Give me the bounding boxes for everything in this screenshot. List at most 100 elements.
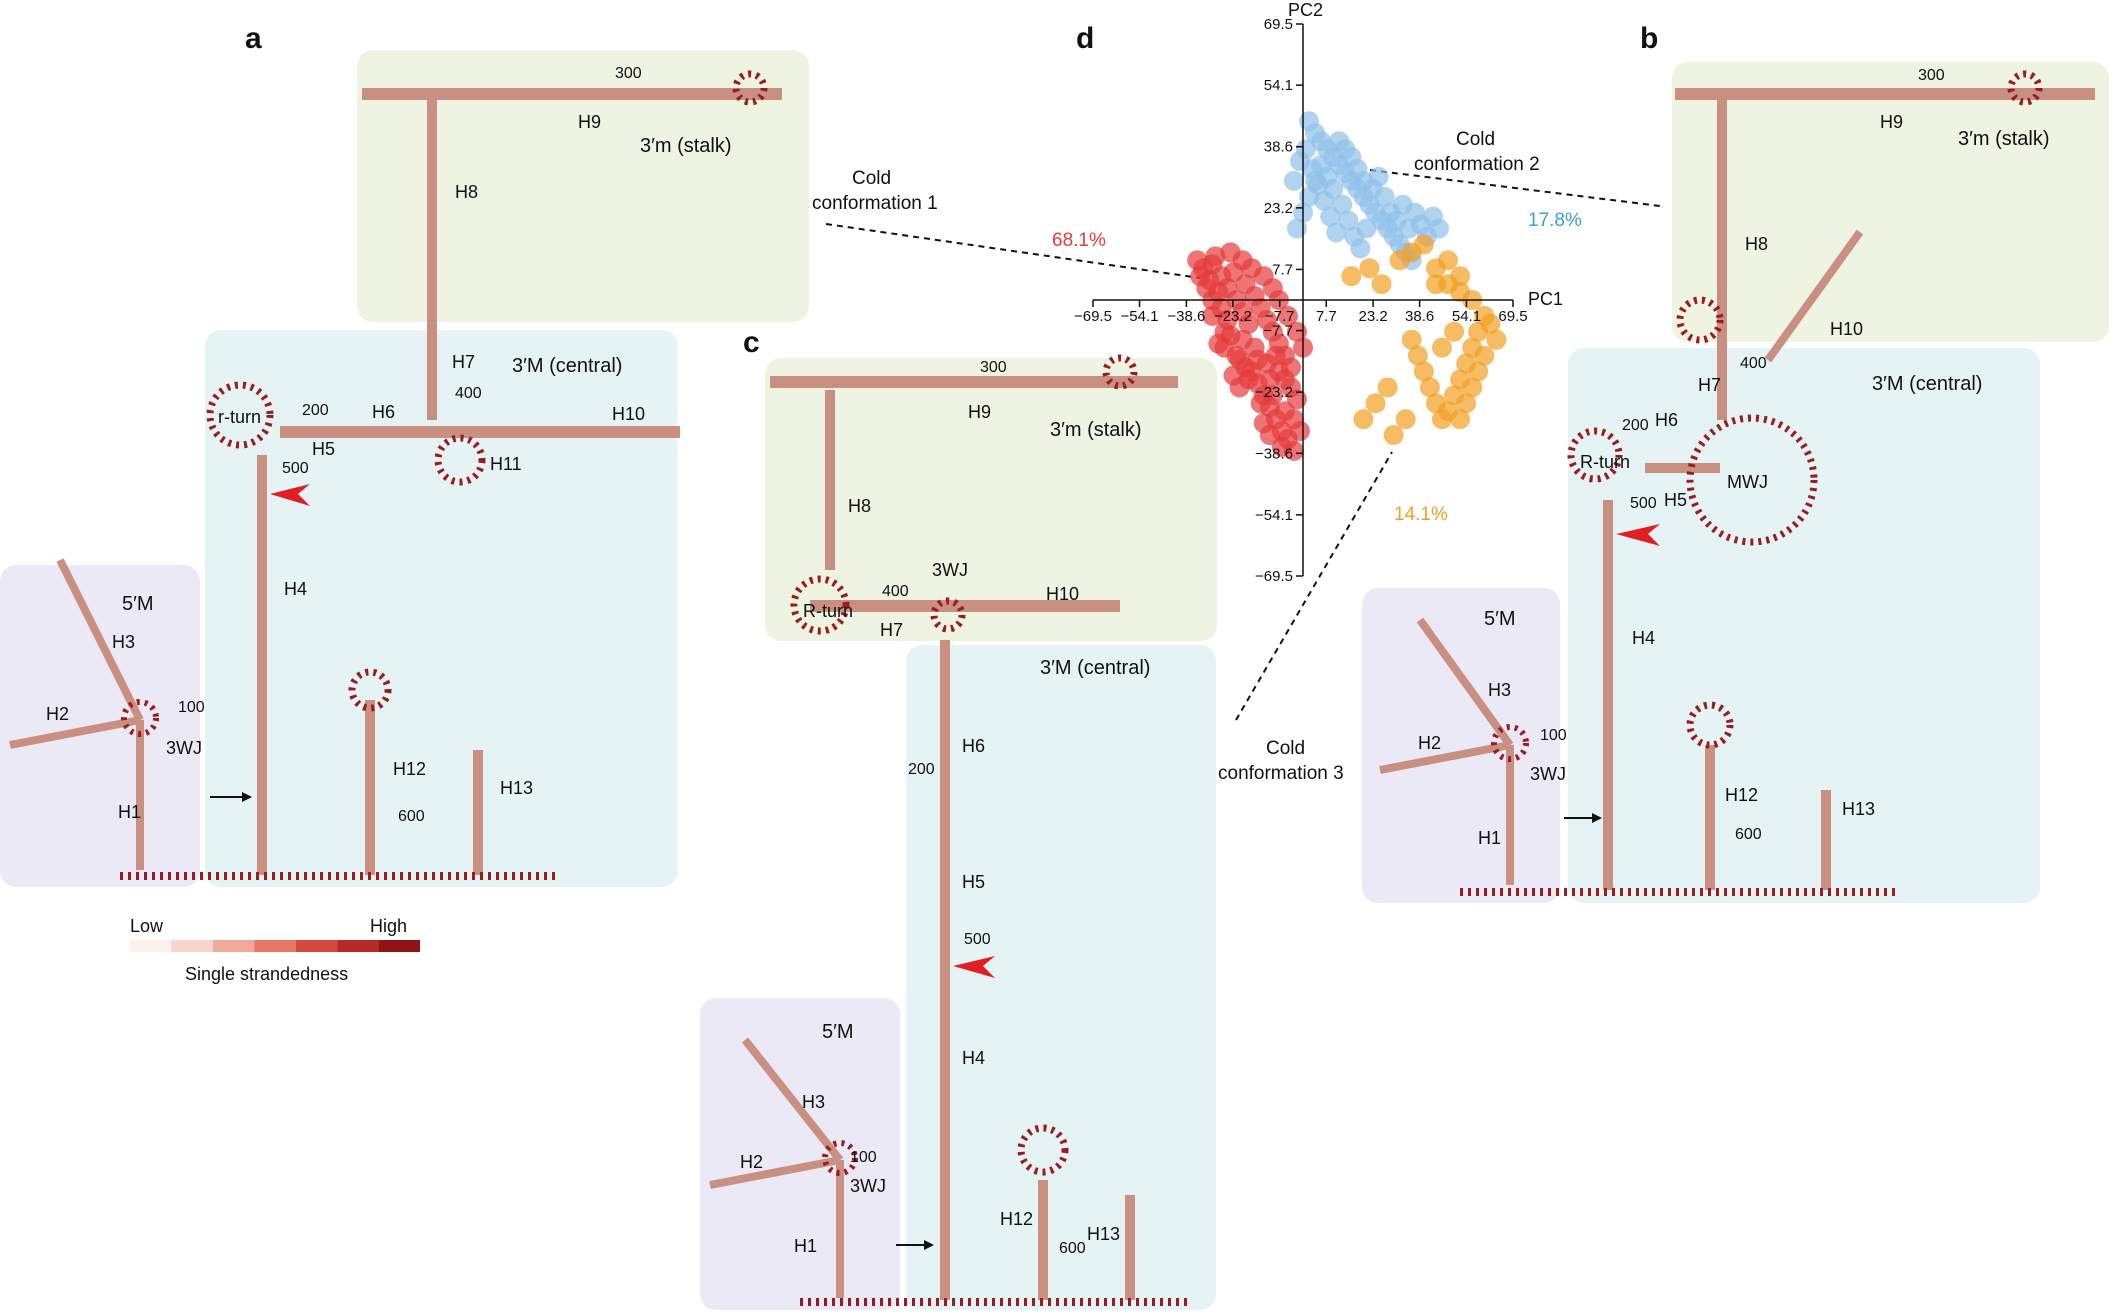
label-h1-a: H1: [118, 802, 141, 822]
scatter-point-cluster-3: [1462, 377, 1483, 398]
scatter-point-cluster-3: [1419, 377, 1440, 398]
y-tick-label: −23.2: [1255, 384, 1293, 401]
label-h5-b: H5: [1664, 490, 1687, 510]
scatter-point-cluster-3: [1486, 329, 1507, 350]
label-h12-c: H12: [1000, 1209, 1033, 1229]
stalk-title-c: 3′m (stalk): [1050, 419, 1142, 441]
h7-loop-b: [1676, 296, 1724, 344]
red-arrowhead-icon: [270, 484, 310, 506]
x-tick-label: 69.5: [1498, 308, 1527, 325]
label-3wj-b: 3WJ: [1530, 764, 1566, 784]
label-h5-a: H5: [312, 439, 335, 459]
pos-300-b: 300: [1918, 67, 1945, 84]
scatter-points: [1187, 111, 1507, 461]
legend-swatch: [254, 940, 296, 952]
scatter-point-cluster-1: [1286, 389, 1307, 410]
scatter-point-cluster-3: [1425, 393, 1446, 414]
pos-500-c: 500: [964, 931, 991, 948]
pos-400-a: 400: [455, 385, 482, 402]
helix-h2-b: [1379, 741, 1511, 774]
scatter-point-cluster-3: [1474, 345, 1495, 366]
scatter-point-cluster-1: [1265, 345, 1286, 366]
central-domain-box-c: [906, 645, 1216, 1310]
scatter-point-cluster-2: [1299, 186, 1320, 207]
legend-caption: Single strandedness: [185, 964, 348, 984]
x-tick-label: −7.7: [1265, 308, 1295, 325]
percent-conf1: 68.1%: [1052, 230, 1106, 251]
scatter-point-cluster-1: [1205, 246, 1226, 267]
pos-100-b: 100: [1540, 727, 1567, 744]
scatter-point-cluster-1: [1262, 385, 1283, 406]
pos-200-c: 200: [908, 761, 935, 778]
label-rturn-c: R-turn: [803, 601, 853, 621]
percent-conf2: 17.8%: [1528, 210, 1582, 231]
label-3wj-a: 3WJ: [166, 738, 202, 758]
scatter-point-cluster-3: [1425, 274, 1446, 295]
pos-600-c: 600: [1059, 1240, 1086, 1257]
scatter-point-cluster-3: [1365, 393, 1386, 414]
scatter-point-cluster-2: [1283, 170, 1304, 191]
scatter-point-cluster-2: [1428, 218, 1449, 239]
label-rturn-a: r-turn: [218, 407, 261, 427]
x-tick-label: 54.1: [1452, 308, 1481, 325]
pos-600-a: 600: [398, 808, 425, 825]
label-h13-a: H13: [500, 778, 533, 798]
scatter-point-cluster-3: [1438, 250, 1459, 271]
scatter-point-cluster-1: [1208, 333, 1229, 354]
panel-letter-d: d: [1076, 22, 1094, 55]
label-h3-a: H3: [112, 632, 135, 652]
conf1-line2: conformation 1: [812, 193, 938, 214]
scatter-point-cluster-1: [1187, 250, 1208, 271]
scatter-point-cluster-3: [1431, 409, 1452, 430]
panel-letter-c: c: [743, 326, 760, 359]
scatter-point-cluster-3: [1407, 345, 1428, 366]
scatter-point-cluster-1: [1274, 369, 1295, 390]
stalk-domain-box-a: [357, 50, 809, 322]
label-mwj-b: MWJ: [1727, 472, 1768, 492]
panel-a: a 3′m (stalk) 3′M (central) 5′M: [0, 22, 809, 887]
label-rturn-b: R-turn: [1580, 452, 1630, 472]
connector-conf2: [1369, 169, 1661, 207]
label-h7-a: H7: [452, 352, 475, 372]
scatter-point-cluster-3: [1353, 409, 1374, 430]
five-m-domain-box-b: [1362, 588, 1560, 903]
stalk-title-a: 3′m (stalk): [640, 135, 732, 157]
helix-h3-c: [741, 1037, 844, 1163]
label-h9-b: H9: [1880, 112, 1903, 132]
r-turn-loop-b: [1567, 427, 1623, 483]
3wj-loop-5m-c: [822, 1140, 858, 1176]
panel-letter-b: b: [1640, 22, 1658, 55]
helix-h2-c: [709, 1156, 841, 1189]
r-turn-loop-c: [790, 575, 850, 635]
five-m-title-b: 5′M: [1484, 608, 1516, 630]
five-m-title-a: 5′M: [122, 593, 154, 615]
scatter-point-cluster-1: [1259, 369, 1280, 390]
scatter-point-cluster-3: [1450, 266, 1471, 287]
legend-high: High: [370, 916, 407, 936]
h9-loop-c: [1102, 354, 1138, 390]
pos-400-b: 400: [1740, 355, 1767, 372]
scatter-point-cluster-2: [1323, 178, 1344, 199]
label-h4-a: H4: [284, 579, 307, 599]
y-tick-label: −54.1: [1255, 507, 1293, 524]
conf2-line2: conformation 2: [1414, 154, 1540, 175]
legend-swatch: [378, 940, 420, 952]
scatter-point-cluster-3: [1450, 409, 1471, 430]
helix-h2-a: [9, 716, 141, 749]
stalk-title-b: 3′m (stalk): [1958, 128, 2050, 150]
h12-loop-a: [348, 668, 392, 712]
scatter-point-cluster-1: [1190, 266, 1211, 287]
x-tick-label: 38.6: [1405, 308, 1434, 325]
label-h8-a: H8: [455, 182, 478, 202]
pos-100-c: 100: [850, 1149, 877, 1166]
label-h4-b: H4: [1632, 628, 1655, 648]
panel-b: b 3′m (stalk) 3′M (central) 5′M H9 H8 H1…: [1362, 22, 2109, 903]
label-h13-b: H13: [1842, 799, 1875, 819]
pos-300-c: 300: [980, 359, 1007, 376]
label-h1-b: H1: [1478, 828, 1501, 848]
legend-swatch: [337, 940, 379, 952]
y-tick-label: 69.5: [1264, 16, 1293, 33]
scatter-point-cluster-3: [1371, 274, 1392, 295]
